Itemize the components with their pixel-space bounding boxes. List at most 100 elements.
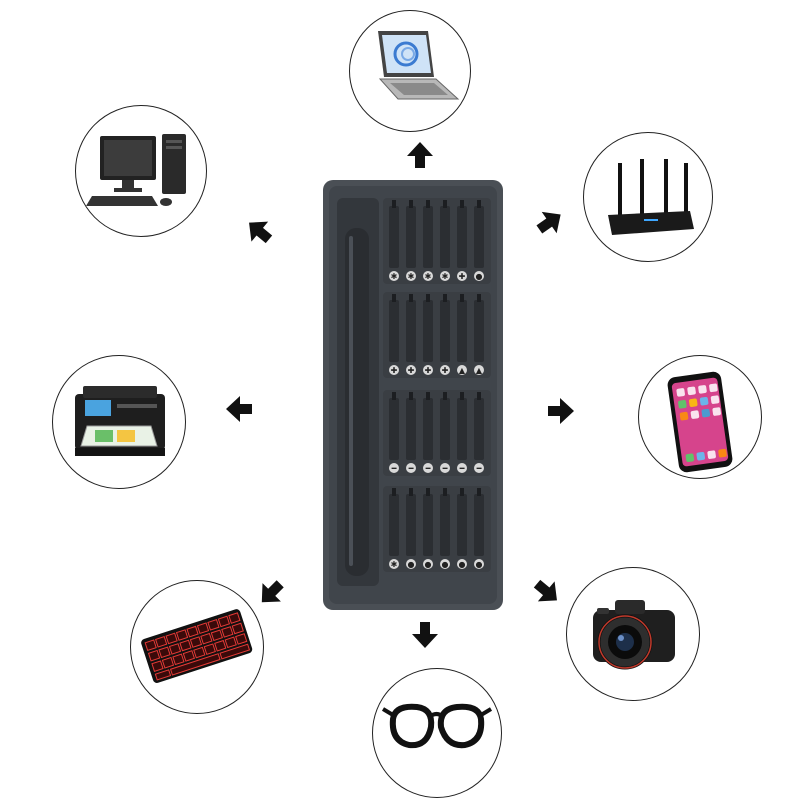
printer-device-circle [52,355,186,489]
screwdriver-bit-tip [392,200,396,208]
arrow-down-right-icon [532,577,562,607]
screwdriver-bit[interactable] [440,206,450,268]
bit-head-glyph: ━ [408,464,414,473]
screwdriver-bit[interactable] [423,494,433,556]
bit-head-indicator [457,559,467,569]
screwdriver-bit-tip [460,294,464,302]
screwdriver-bit[interactable] [389,494,399,556]
screwdriver-bit[interactable] [406,494,416,556]
screwdriver-bit[interactable] [474,300,484,362]
screwdriver-bit[interactable] [474,494,484,556]
bit-head-glyph: ● [476,560,483,569]
screwdriver-bit-tip [426,294,430,302]
keyboard-device-circle [130,580,264,714]
bit-head-glyph: ✚ [408,366,415,375]
screwdriver-bit[interactable] [457,494,467,556]
bit-head-glyph: ✱ [408,272,415,281]
screwdriver-bit-tip [443,488,447,496]
bit-head-glyph: ━ [476,464,482,473]
screwdriver-bit-tip [477,488,481,496]
screwdriver-bit-tip [460,200,464,208]
screwdriver-bit[interactable] [474,206,484,268]
screwdriver-bit-tip [409,294,413,302]
screwdriver-bit[interactable] [389,398,399,460]
screwdriver-bit[interactable] [389,300,399,362]
bit-head-glyph: ✱ [391,560,398,569]
bit-head-indicator [406,559,416,569]
bit-head-glyph: ✚ [425,366,432,375]
bit-head-glyph: ● [408,560,415,569]
bit-head-glyph: ● [425,560,432,569]
bit-head-indicator [474,271,484,281]
bit-head-glyph: ✱ [425,272,432,281]
bit-head-glyph: ━ [442,464,448,473]
screwdriver-bit-tip [460,488,464,496]
bit-head-indicator [406,463,416,473]
arrow-up-right-icon [535,207,565,237]
arrow-up-icon [405,140,435,170]
screwdriver-bit[interactable] [406,206,416,268]
screwdriver-handle [345,228,369,576]
bit-head-glyph: ✚ [442,366,449,375]
screwdriver-bit[interactable] [406,398,416,460]
arrow-down-icon [410,620,440,650]
screwdriver-bit[interactable] [423,398,433,460]
bit-head-indicator [423,271,433,281]
arrow-right-icon [546,396,576,426]
bit-head-glyph: ▲ [476,366,483,375]
screwdriver-kit: ✱✱✱✱✚●✚✚✚✚▲▲━━━━━━✱●●●●● [323,180,503,610]
screwdriver-bit-tip [426,488,430,496]
bit-head-indicator [423,463,433,473]
arrow-up-left-icon [244,216,274,246]
bit-head-glyph: ✱ [391,272,398,281]
screwdriver-bit-tip [409,488,413,496]
bit-head-glyph: ● [459,560,466,569]
screwdriver-bit[interactable] [389,206,399,268]
screwdriver-bit[interactable] [457,300,467,362]
bit-head-indicator [423,365,433,375]
bit-head-indicator [440,559,450,569]
bit-head-glyph: ● [442,560,449,569]
screwdriver-bit-tip [477,294,481,302]
bit-head-glyph: ━ [459,464,465,473]
screwdriver-bit-tip [409,200,413,208]
screwdriver-bit-tip [443,200,447,208]
screwdriver-bit-tip [426,392,430,400]
screwdriver-bit[interactable] [474,398,484,460]
screwdriver-bit[interactable] [406,300,416,362]
screwdriver-bit-tip [477,392,481,400]
screwdriver-bit[interactable] [440,398,450,460]
camera-icon [593,600,675,670]
bit-head-glyph: ✱ [442,272,449,281]
screwdriver-bit[interactable] [423,206,433,268]
screwdriver-bit-tip [426,200,430,208]
screwdriver-bit[interactable] [457,206,467,268]
bit-head-indicator [457,271,467,281]
screwdriver-bit-tip [477,200,481,208]
bit-head-indicator [474,559,484,569]
screwdriver-bit[interactable] [457,398,467,460]
smartphone-device-circle [638,355,762,479]
bit-head-indicator [389,559,399,569]
bit-head-indicator [440,271,450,281]
keyboard-icon [141,609,253,683]
printer-icon [75,386,165,456]
laptop-device-circle [349,10,471,132]
bit-head-indicator [406,271,416,281]
screwdriver-bit[interactable] [440,494,450,556]
screwdriver-bit-tip [460,392,464,400]
bit-head-indicator [389,365,399,375]
desktop-computer-icon [86,134,186,206]
eyeglasses-device-circle [372,668,502,798]
arrow-down-left-icon [256,578,286,608]
bit-head-indicator [457,365,467,375]
bit-head-indicator [474,365,484,375]
router-device-circle [583,132,713,262]
screwdriver-bit-tip [392,294,396,302]
screwdriver-bit[interactable] [440,300,450,362]
bit-head-glyph: ━ [391,464,397,473]
bit-head-indicator [406,365,416,375]
arrow-left-icon [224,394,254,424]
bit-head-indicator [389,271,399,281]
screwdriver-bit[interactable] [423,300,433,362]
